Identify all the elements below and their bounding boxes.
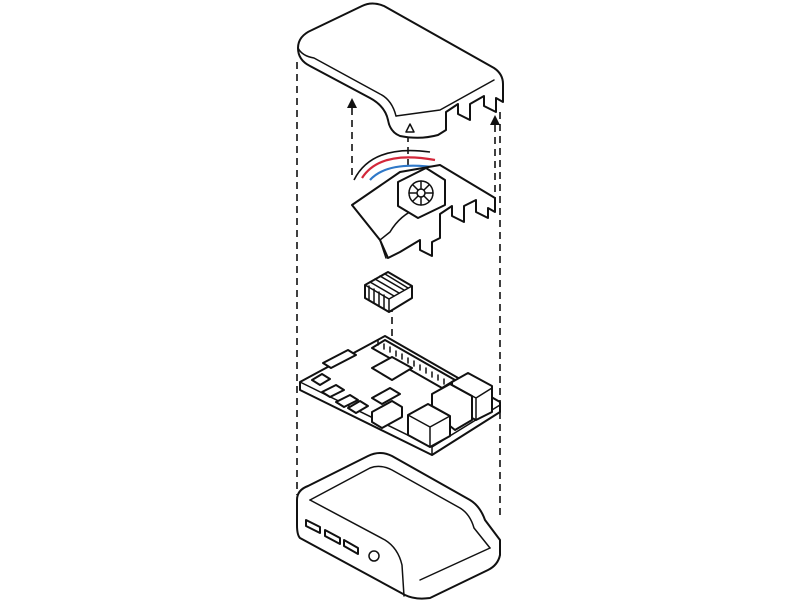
line-art-stroke: [297, 47, 397, 117]
line-art-stroke: [335, 394, 359, 408]
case-base: [296, 452, 501, 600]
line-art-stroke: [377, 339, 445, 385]
line-art-stroke: [451, 384, 493, 421]
line-art-stroke: [395, 79, 495, 117]
line-art-stroke: [407, 414, 451, 448]
case-lid: [297, 2, 504, 139]
line-art-stroke: [369, 273, 409, 297]
line-art-stroke: [309, 499, 405, 597]
line-art-stroke: [419, 547, 491, 581]
line-art-stroke: [309, 465, 491, 549]
fan: [397, 167, 446, 219]
guide-lines: [296, 62, 501, 520]
line-art-stroke: [368, 285, 385, 310]
heatsink: [364, 271, 413, 313]
port-opening: [368, 550, 380, 562]
line-art-stroke: [408, 180, 434, 206]
processor-chip: [371, 356, 413, 381]
arrow-up-icon: [347, 98, 357, 108]
arrow-up-icon: [490, 115, 500, 125]
line-art-stroke: [311, 373, 331, 386]
line-art-stroke: [321, 384, 345, 398]
circuit-board: [299, 335, 501, 456]
port-opening: [343, 539, 359, 555]
wire-red: [361, 156, 436, 179]
port-opening: [305, 519, 321, 534]
line-art-stroke: [347, 400, 369, 414]
ethernet-port: [407, 403, 451, 448]
line-art-stroke: [322, 349, 357, 369]
line-art-stroke: [296, 452, 501, 600]
line-art-stroke: [297, 2, 504, 139]
line-art-stroke: [371, 387, 401, 405]
fan-shroud: [351, 164, 496, 259]
line-art-stroke: [379, 239, 387, 259]
wire-black: [353, 149, 431, 181]
port-opening: [324, 529, 341, 545]
triangle-logo-icon: [405, 123, 415, 133]
line-art-stroke: [397, 167, 446, 219]
usb-port: [371, 400, 403, 429]
